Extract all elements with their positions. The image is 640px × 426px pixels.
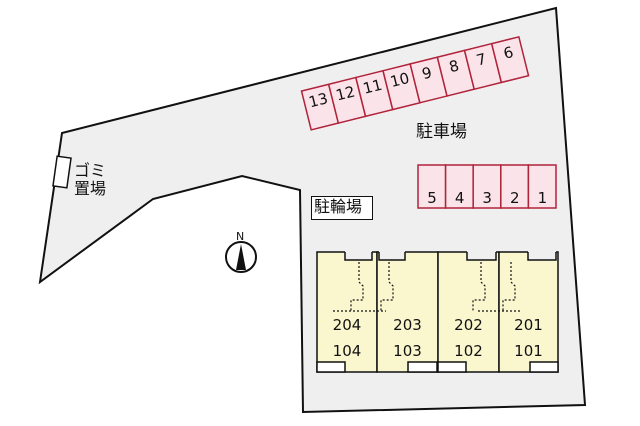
entrance-notch xyxy=(467,250,496,260)
entrance-notch xyxy=(528,250,556,260)
unit-lower-number: 102 xyxy=(454,342,483,360)
entrance-step xyxy=(316,361,346,373)
parking-number: 1 xyxy=(538,189,548,207)
unit-lower-number: 103 xyxy=(393,342,422,360)
parking-number: 13 xyxy=(307,89,330,111)
garbage-label-2: 置場 xyxy=(74,179,106,198)
unit-upper-number: 201 xyxy=(514,316,543,334)
garbage-label-1: ゴミ xyxy=(74,161,106,180)
parking-space-3: 3 xyxy=(472,164,502,209)
entrance-notch xyxy=(345,250,372,260)
garbage-area xyxy=(52,155,72,189)
parking-number: 3 xyxy=(482,189,492,207)
parking-space-2: 2 xyxy=(500,164,530,209)
bicycle-parking-box xyxy=(311,196,373,220)
svg-text:N: N xyxy=(236,230,244,243)
parking-space-8: 8 xyxy=(436,49,476,97)
parking-number: 12 xyxy=(334,82,357,104)
unit-upper-number: 204 xyxy=(333,316,362,334)
unit-upper-number: 203 xyxy=(393,316,422,334)
parking-number: 6 xyxy=(502,43,516,63)
entrance-step xyxy=(437,361,467,373)
parking-number: 5 xyxy=(427,189,437,207)
parking-label: 駐車場 xyxy=(416,122,467,142)
parking-number: 7 xyxy=(474,50,488,70)
entrance-step xyxy=(407,361,438,373)
unit-lower-number: 101 xyxy=(514,342,543,360)
bicycle-parking-label: 駐輪場 xyxy=(314,197,363,216)
parking-number: 8 xyxy=(447,57,461,77)
parking-space-6: 6 xyxy=(490,35,530,84)
parking-number: 4 xyxy=(455,189,465,207)
unit-upper-number: 202 xyxy=(454,316,483,334)
entrance-step xyxy=(529,361,559,373)
parking-space-12: 12 xyxy=(327,76,367,125)
parking-number: 10 xyxy=(388,69,411,91)
parking-number: 9 xyxy=(420,63,434,83)
entrance-notch xyxy=(379,250,405,260)
parking-space-13: 13 xyxy=(300,83,340,131)
north-arrow-icon: N xyxy=(225,230,257,273)
parking-space-5: 5 xyxy=(417,164,447,209)
parking-space-1: 1 xyxy=(527,164,557,209)
parking-space-10: 10 xyxy=(382,63,421,111)
parking-space-4: 4 xyxy=(444,164,474,209)
parking-number: 11 xyxy=(361,76,384,98)
parking-number: 2 xyxy=(510,189,520,207)
unit-lower-number: 104 xyxy=(333,342,362,360)
